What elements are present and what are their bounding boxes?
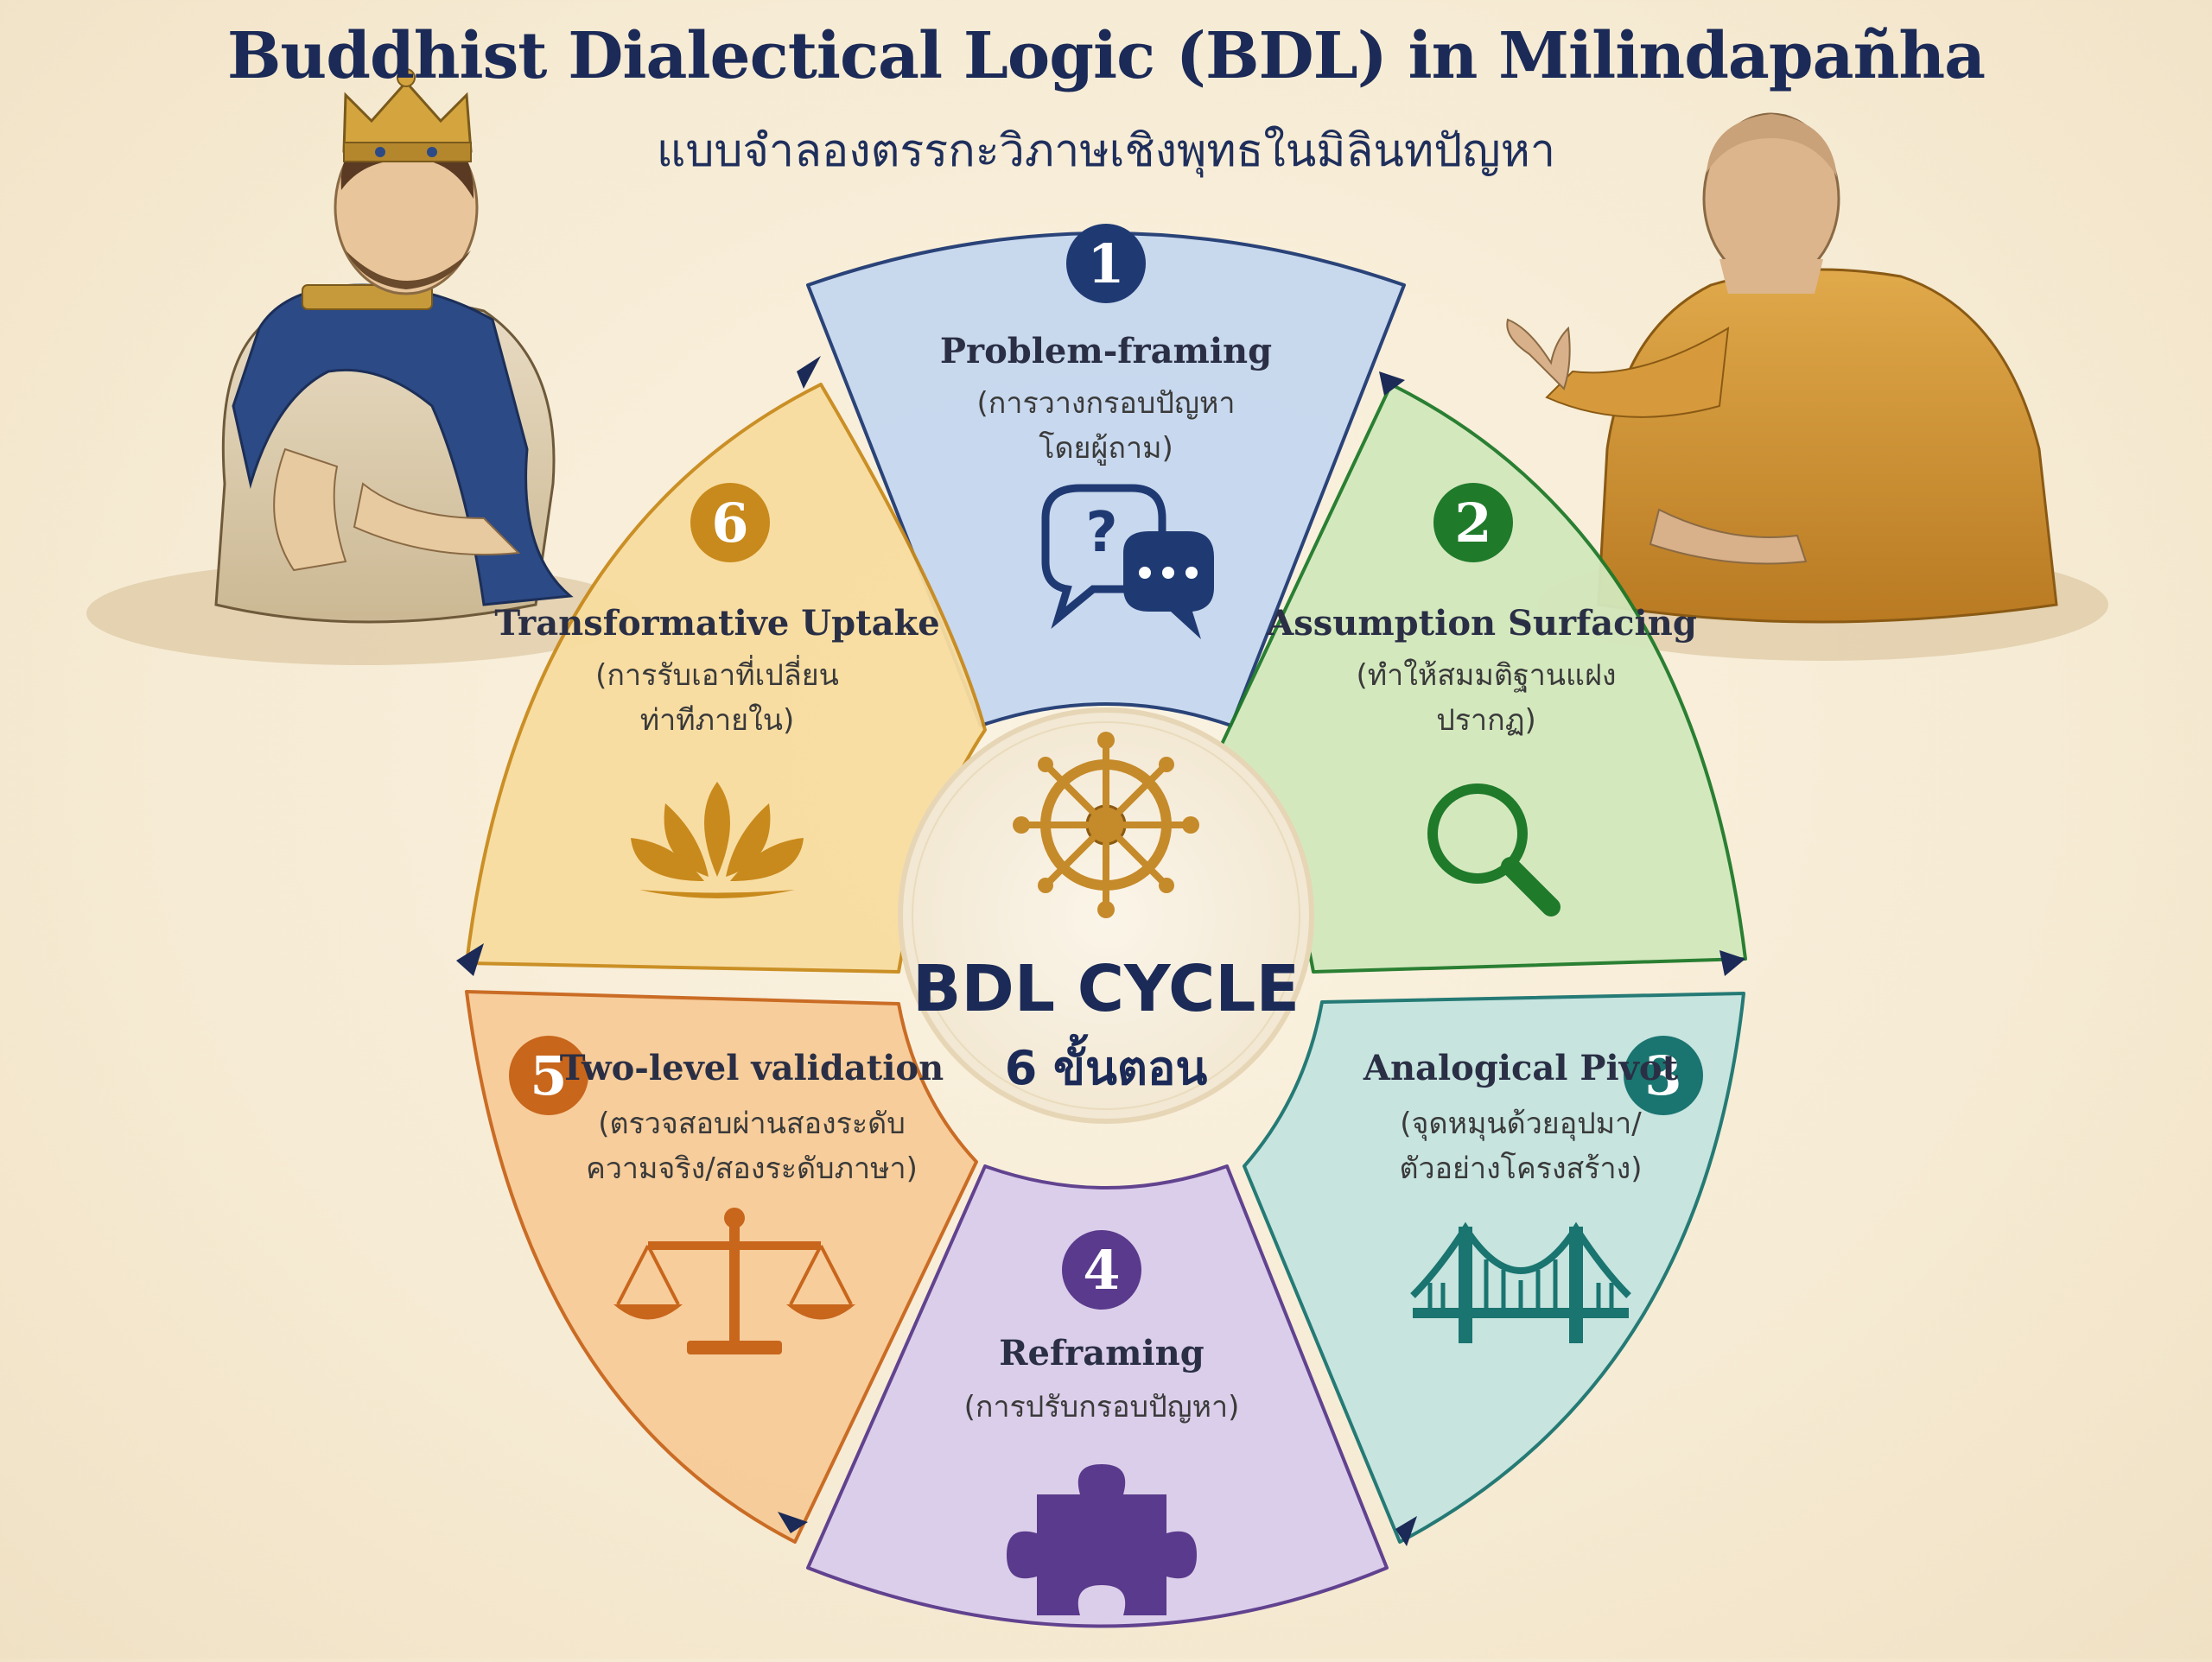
center-subtitle: 6 ขั้นตอน [1005, 1034, 1208, 1095]
step-thai-label: (การรับเอาที่เปลี่ยน [595, 655, 839, 693]
svg-text:?: ? [1085, 501, 1117, 565]
step-thai-label: โดยผู้ถาม) [1039, 431, 1173, 466]
step-number-badge [1433, 483, 1513, 562]
step-thai-label: ความจริง/สองระดับภาษา) [586, 1151, 918, 1186]
step-number: 6 [711, 492, 748, 555]
cycle-arrows [456, 356, 1745, 1546]
bridge-icon [1410, 1221, 1631, 1343]
monk-figure [1506, 112, 2108, 661]
step-number: 3 [1644, 1044, 1681, 1107]
step-thai-label: (การวางกรอบปัญหา [977, 386, 1236, 421]
arrow-1-to-2 [1379, 371, 1405, 396]
step-number-badge [1066, 224, 1146, 303]
step-segment [806, 232, 1406, 727]
step-number: 1 [1087, 232, 1124, 295]
dharma-wheel-icon [1013, 732, 1199, 918]
step-title: Reframing [999, 1333, 1204, 1373]
step-number-badge [1624, 1036, 1703, 1115]
step-number-badge [509, 1036, 588, 1115]
step-title: Two-level validation [560, 1048, 944, 1088]
step-thai-label: (การปรับกรอบปัญหา) [964, 1390, 1240, 1424]
magnifier-icon [1427, 783, 1560, 917]
center-hub: BDL CYCLE 6 ขั้นตอน [898, 707, 1314, 1124]
arrow-4-to-5 [778, 1512, 808, 1533]
step-number-badge [1062, 1230, 1141, 1310]
arrow-5-to-6 [456, 943, 484, 976]
step-number: 5 [530, 1044, 567, 1107]
lotus-icon [631, 782, 804, 898]
step-segment [1243, 992, 1745, 1544]
puzzle-icon [1007, 1464, 1197, 1615]
step-title: Analogical Pivot [1363, 1048, 1679, 1088]
step-segment [806, 1164, 1389, 1628]
page-subtitle: แบบจำลองตรรกะวิภาษเชิงพุทธในมิลินทปัญหา [656, 125, 1556, 177]
step-thai-label: (จุดหมุนด้วยอุปมา/ [1400, 1107, 1642, 1141]
step-thai-label: ปรากฏ) [1436, 703, 1536, 738]
step-thai-label: ท่าทีภายใน) [640, 703, 794, 738]
scales-icon [613, 1208, 855, 1354]
step-number: 2 [1454, 492, 1491, 555]
arrow-3-to-4 [1395, 1516, 1417, 1546]
center-title: BDL CYCLE [912, 952, 1300, 1026]
arrow-6-to-1 [797, 356, 821, 389]
step-number: 4 [1083, 1239, 1120, 1302]
step-segment [465, 990, 978, 1544]
page-title: Buddhist Dialectical Logic (BDL) in Mili… [226, 19, 1986, 93]
step-number-badge [690, 483, 770, 562]
speech-bubbles-icon: ? [1041, 484, 1214, 639]
arrow-2-to-3 [1719, 950, 1745, 976]
step-thai-label: (ตรวจสอบผ่านสองระดับ [598, 1107, 906, 1141]
step-thai-label: (ทำให้สมมติฐานแฝง [1357, 658, 1617, 693]
step-title: Transformative Uptake [494, 603, 939, 644]
step-thai-label: ตัวอย่างโครงสร้าง) [1399, 1151, 1642, 1186]
king-figure [86, 68, 639, 665]
step-title: Assumption Surfacing [1266, 603, 1697, 644]
step-title: Problem-framing [940, 331, 1272, 371]
